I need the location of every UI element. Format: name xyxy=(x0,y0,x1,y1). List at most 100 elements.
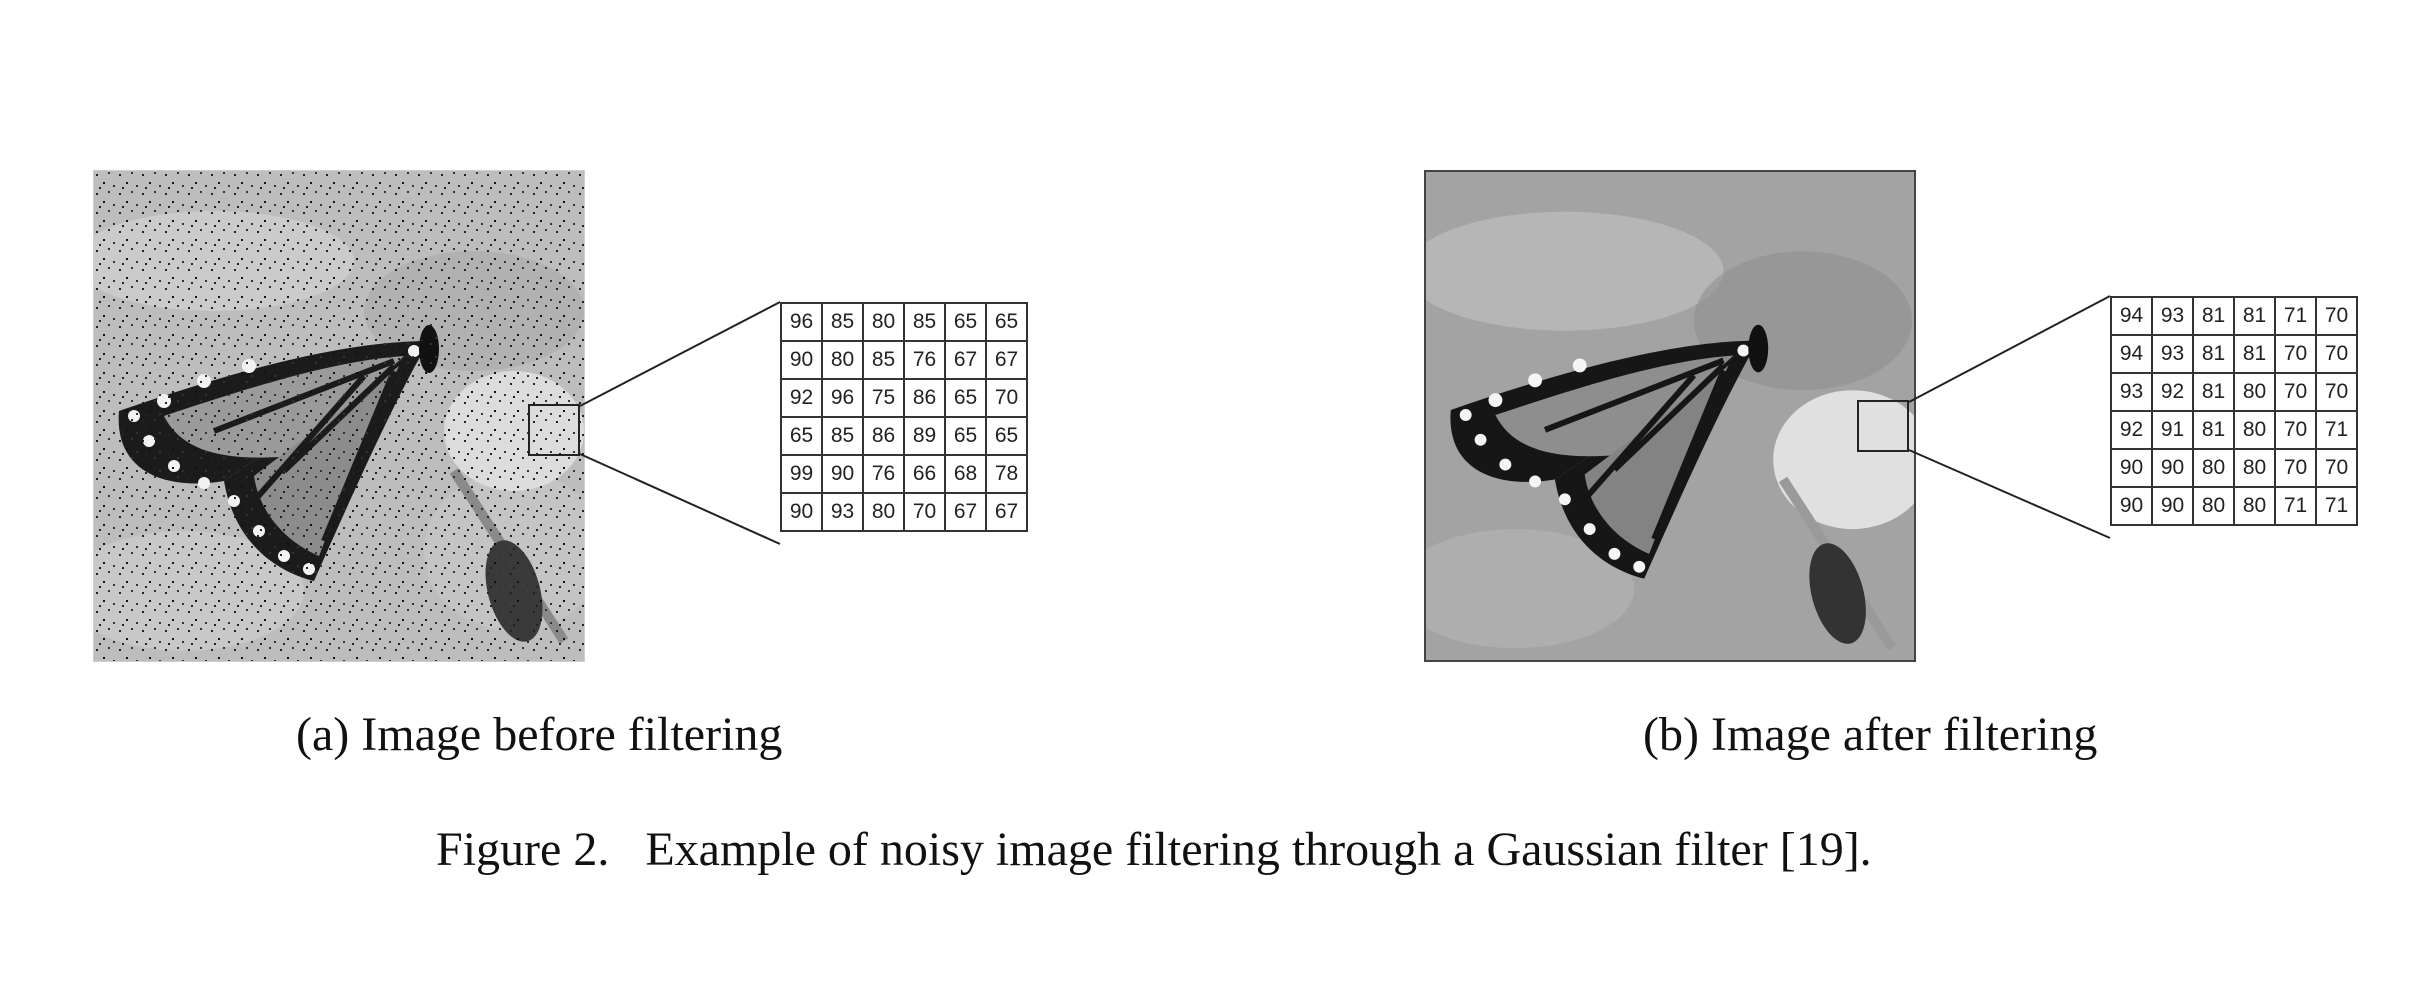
grid-before-cell: 99 xyxy=(780,454,823,494)
grid-before-cell: 67 xyxy=(944,340,987,380)
butterfly-illustration-b xyxy=(1426,172,1914,660)
grid-before-cell: 65 xyxy=(944,302,987,342)
subcaption-a-label: (a) xyxy=(296,708,350,761)
subcaption-b-label: (b) xyxy=(1643,708,1699,761)
grid-after-cell: 91 xyxy=(2151,410,2194,450)
grid-after-cell: 70 xyxy=(2315,296,2358,336)
subcaption-b-text: Image after filtering xyxy=(1710,708,2098,761)
grid-before-cell: 67 xyxy=(944,492,987,532)
grid-before-cell: 80 xyxy=(862,492,905,532)
grid-after-cell: 90 xyxy=(2110,448,2153,488)
grid-after-cell: 70 xyxy=(2274,372,2317,412)
grid-after-cell: 70 xyxy=(2315,448,2358,488)
grid-before-cell: 90 xyxy=(780,340,823,380)
grid-after-cell: 70 xyxy=(2274,448,2317,488)
grid-before-cell: 65 xyxy=(944,378,987,418)
grid-after-cell: 70 xyxy=(2274,334,2317,374)
grid-before-cell: 76 xyxy=(862,454,905,494)
grid-before-cell: 80 xyxy=(862,302,905,342)
grid-before-cell: 67 xyxy=(985,492,1028,532)
grid-after-cell: 81 xyxy=(2192,372,2235,412)
grid-after-cell: 94 xyxy=(2110,296,2153,336)
grid-after-cell: 80 xyxy=(2233,372,2276,412)
grid-after-cell: 81 xyxy=(2192,296,2235,336)
grid-after-cell: 90 xyxy=(2151,486,2194,526)
grid-after-cell: 80 xyxy=(2233,410,2276,450)
subcaption-a: (a) Image before filtering xyxy=(296,707,782,762)
grid-after-cell: 93 xyxy=(2151,334,2194,374)
grid-before-cell: 85 xyxy=(862,340,905,380)
grid-after-cell: 81 xyxy=(2192,410,2235,450)
grid-after-cell: 71 xyxy=(2274,486,2317,526)
grid-before-cell: 67 xyxy=(985,340,1028,380)
grid-before-cell: 92 xyxy=(780,378,823,418)
grid-after-cell: 94 xyxy=(2110,334,2153,374)
grid-after-cell: 80 xyxy=(2233,486,2276,526)
grid-after-cell: 70 xyxy=(2315,334,2358,374)
grid-before-cell: 66 xyxy=(903,454,946,494)
grid-before-cell: 96 xyxy=(780,302,823,342)
grid-before-cell: 65 xyxy=(985,416,1028,456)
grid-before-cell: 65 xyxy=(944,416,987,456)
grid-after-cell: 92 xyxy=(2151,372,2194,412)
grid-after-cell: 81 xyxy=(2233,334,2276,374)
grid-before-cell: 85 xyxy=(821,302,864,342)
figure-caption: Figure 2. Example of noisy image filterin… xyxy=(436,822,1872,877)
zoom-region-a xyxy=(528,404,580,456)
grid-after-cell: 93 xyxy=(2110,372,2153,412)
grid-before-cell: 90 xyxy=(780,492,823,532)
grid-after-cell: 70 xyxy=(2274,410,2317,450)
grid-before-cell: 85 xyxy=(821,416,864,456)
grid-before-cell: 70 xyxy=(903,492,946,532)
grid-after-cell: 80 xyxy=(2233,448,2276,488)
grid-after-cell: 93 xyxy=(2151,296,2194,336)
grid-before-cell: 78 xyxy=(985,454,1028,494)
figure-label: Figure 2. xyxy=(436,823,610,876)
noisy-butterfly-image xyxy=(93,170,585,662)
subcaption-b: (b) Image after filtering xyxy=(1643,707,2097,762)
connector-a-bottom xyxy=(579,453,781,545)
grid-before-cell: 90 xyxy=(821,454,864,494)
grid-after-cell: 90 xyxy=(2151,448,2194,488)
grid-before-cell: 65 xyxy=(985,302,1028,342)
grid-before-cell: 76 xyxy=(903,340,946,380)
grid-after-cell: 90 xyxy=(2110,486,2153,526)
grid-before-cell: 68 xyxy=(944,454,987,494)
grid-after-cell: 92 xyxy=(2110,410,2153,450)
zoom-region-b xyxy=(1857,400,1909,452)
connector-b-top xyxy=(1908,295,2111,403)
connector-a-top xyxy=(579,301,781,407)
grid-before-cell: 85 xyxy=(903,302,946,342)
grid-before-cell: 70 xyxy=(985,378,1028,418)
filtered-butterfly-image xyxy=(1424,170,1916,662)
grid-before-cell: 65 xyxy=(780,416,823,456)
grid-before-cell: 86 xyxy=(862,416,905,456)
grid-before-cell: 89 xyxy=(903,416,946,456)
grid-after-cell: 71 xyxy=(2315,410,2358,450)
connector-b-bottom xyxy=(1908,449,2111,539)
subcaption-a-text: Image before filtering xyxy=(361,708,783,761)
grid-before-cell: 75 xyxy=(862,378,905,418)
figure-caption-text: Example of noisy image filtering through… xyxy=(645,823,1872,876)
grid-after-cell: 71 xyxy=(2315,486,2358,526)
grid-before-cell: 96 xyxy=(821,378,864,418)
grid-after-cell: 81 xyxy=(2233,296,2276,336)
butterfly-illustration-a xyxy=(94,171,584,661)
grid-before-cell: 86 xyxy=(903,378,946,418)
grid-before-cell: 93 xyxy=(821,492,864,532)
grid-before-cell: 80 xyxy=(821,340,864,380)
